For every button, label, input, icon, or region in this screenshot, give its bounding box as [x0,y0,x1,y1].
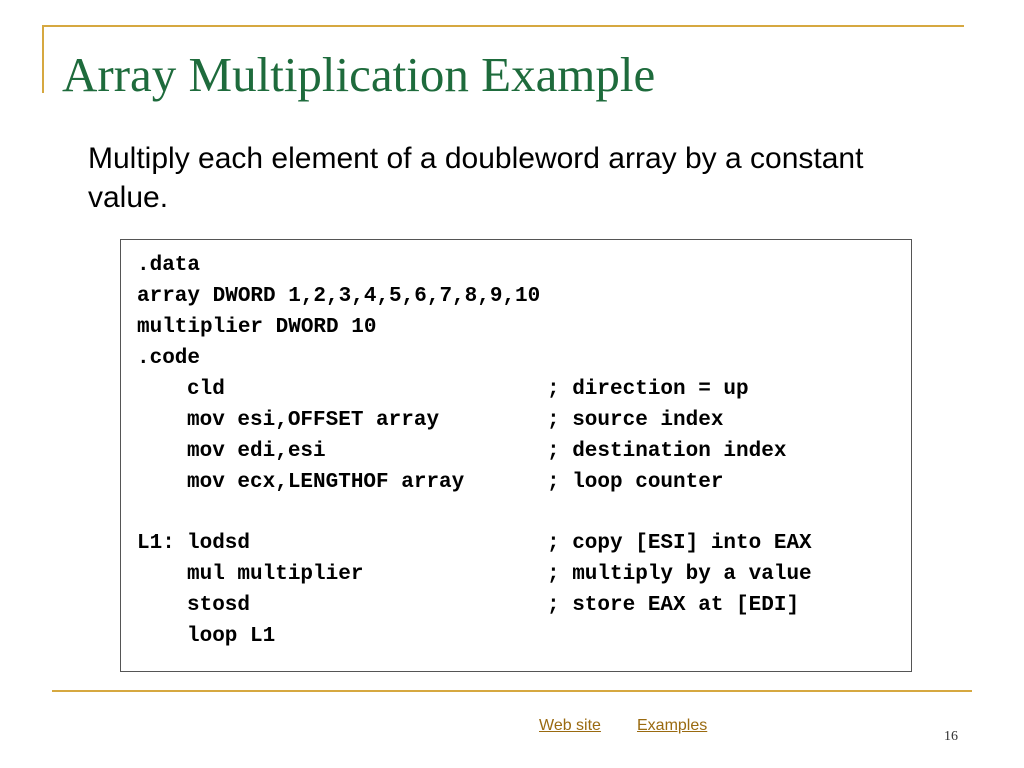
slide-number: 16 [944,729,958,744]
code-comment: ; multiply by a value [547,563,812,586]
code-line-array-decl: array DWORD 1,2,3,4,5,6,7,8,9,10 [137,285,541,308]
code-instruction: cld [187,378,225,401]
code-comment: ; destination index [547,440,787,463]
examples-link[interactable]: Examples [637,717,708,734]
code-line-multiplier-decl: multiplier DWORD 10 [137,316,377,339]
footer-rule [52,690,972,692]
code-instruction: loop L1 [187,625,276,648]
code-instruction: stosd [187,594,251,617]
frame-top-rule [42,25,964,27]
code-instruction: mul multiplier [187,563,364,586]
code-listing: .data array DWORD 1,2,3,4,5,6,7,8,9,10 m… [120,239,912,672]
code-line-data-directive: .data [137,254,201,277]
code-comment: ; source index [547,409,724,432]
code-comment: ; loop counter [547,471,724,494]
code-instruction: mov esi,OFFSET array [187,409,440,432]
slide-title: Array Multiplication Example [62,47,656,102]
code-comment: ; copy [ESI] into EAX [547,532,812,555]
code-comment: ; store EAX at [EDI] [547,594,800,617]
frame-left-rule [42,25,44,93]
code-line-code-directive: .code [137,347,201,370]
slide-subtitle: Multiply each element of a doubleword ar… [88,142,864,214]
code-instruction: lodsd [187,532,251,555]
code-instruction: mov edi,esi [187,440,326,463]
web-site-link[interactable]: Web site [539,717,601,734]
code-instruction: mov ecx,LENGTHOF array [187,471,465,494]
code-comment: ; direction = up [547,378,749,401]
code-loop-label: L1: [137,532,175,555]
